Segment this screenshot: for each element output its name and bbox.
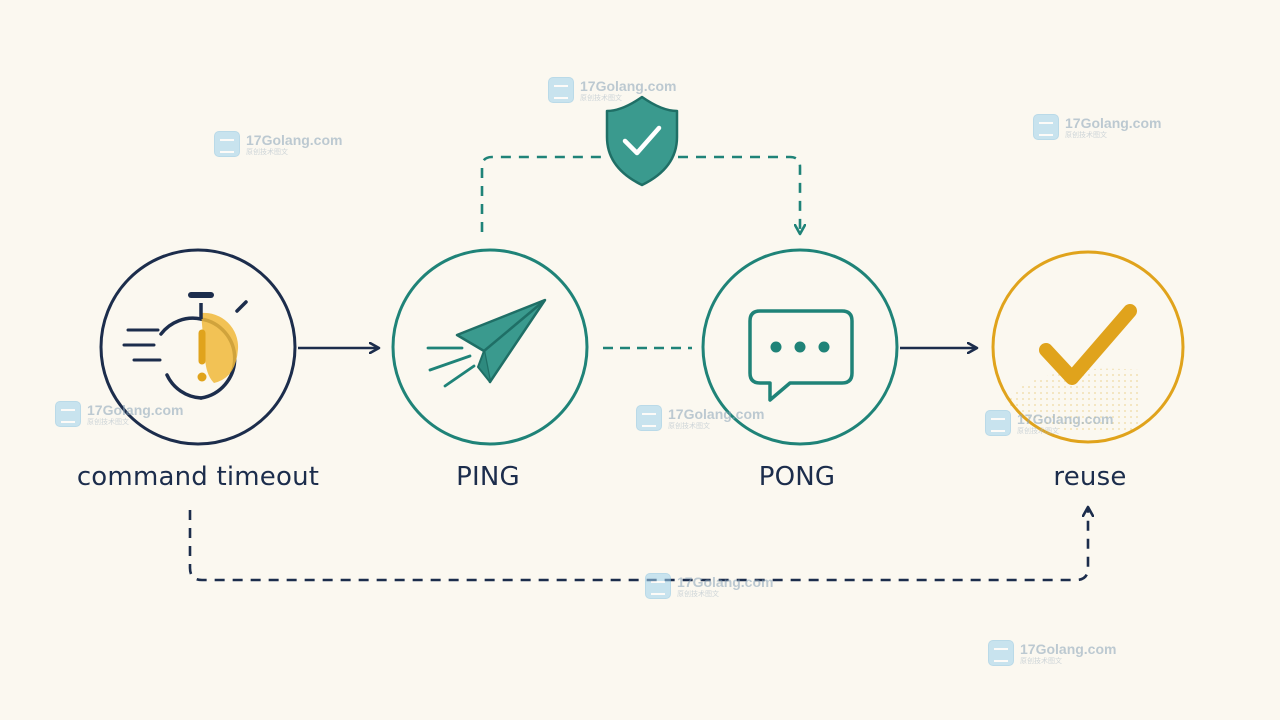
watermark-subtitle: 原创技术图文 — [87, 417, 129, 426]
watermark-domain: 17Golang.com — [87, 401, 184, 418]
watermark-logo-icon — [548, 77, 574, 103]
watermark-subtitle: 原创技术图文 — [677, 589, 719, 598]
chat-bubble-icon — [748, 309, 854, 402]
node-reuse-group — [991, 250, 1185, 444]
watermark-domain: 17Golang.com — [246, 131, 343, 148]
node-label-ping: PING — [456, 462, 520, 492]
watermark-logo-icon — [988, 640, 1014, 666]
node-circle-reuse — [991, 250, 1185, 444]
node-label-timeout: command timeout — [76, 462, 320, 492]
watermark-subtitle: 原创技术图文 — [1020, 656, 1062, 665]
watermark-domain: 17Golang.com — [1065, 114, 1162, 131]
watermark-subtitle: 原创技术图文 — [1017, 426, 1059, 435]
node-circle-pong — [701, 248, 899, 446]
watermark-subtitle: 原创技术图文 — [246, 147, 288, 156]
watermark-logo-icon — [636, 405, 662, 431]
watermark-subtitle: 原创技术图文 — [580, 93, 622, 102]
watermark-domain: 17Golang.com — [580, 77, 677, 94]
watermark-domain: 17Golang.com — [1020, 640, 1117, 657]
paper-plane-icon — [426, 298, 547, 388]
node-circle-timeout — [99, 248, 297, 446]
watermark-subtitle: 原创技术图文 — [1065, 130, 1107, 139]
watermark-logo-icon — [645, 573, 671, 599]
shield-check-icon — [605, 95, 679, 187]
watermark-domain: 17Golang.com — [1017, 410, 1114, 427]
stopwatch-alert-icon — [122, 292, 248, 400]
checkmark-icon — [1039, 304, 1137, 385]
watermark-logo-icon — [214, 131, 240, 157]
dashed-return-path — [188, 508, 1088, 582]
node-circle-ping — [391, 248, 589, 446]
watermark-domain: 17Golang.com — [668, 405, 765, 422]
watermark-subtitle: 原创技术图文 — [668, 421, 710, 430]
watermark-logo-icon — [985, 410, 1011, 436]
dashed-healthcheck-path — [480, 155, 800, 233]
node-label-reuse: reuse — [1053, 462, 1127, 492]
node-label-pong: PONG — [758, 462, 836, 492]
watermark-logo-icon — [55, 401, 81, 427]
watermark-logo-icon — [1033, 114, 1059, 140]
watermark-domain: 17Golang.com — [677, 573, 774, 590]
